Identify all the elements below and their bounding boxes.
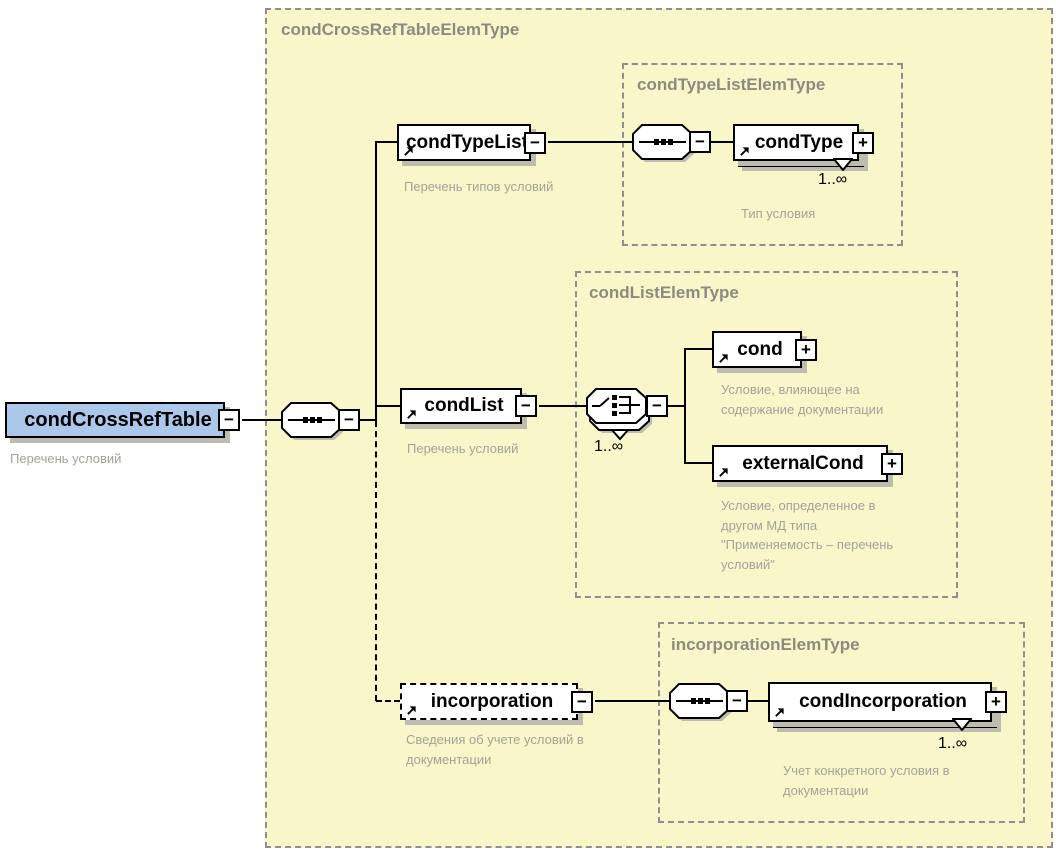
expand-button[interactable]: +	[985, 691, 1007, 713]
type-container-incorporationElemType	[658, 622, 1025, 823]
sequence-connector[interactable]	[280, 401, 344, 443]
element-condIncorporation[interactable]: condIncorporation +	[768, 682, 1007, 722]
element-ref-icon	[719, 468, 728, 477]
expand-button[interactable]: +	[852, 131, 874, 154]
element-cond[interactable]: cond +	[712, 331, 817, 368]
expand-button[interactable]: +	[881, 452, 903, 475]
element-externalCond[interactable]: externalCond +	[712, 445, 903, 482]
element-ref-icon	[407, 706, 416, 715]
type-title-condTypeListElemType: condTypeListElemType	[637, 75, 826, 94]
element-ref-icon	[740, 147, 749, 156]
sequence-icon	[632, 124, 695, 162]
element-condCrossRefTable[interactable]: condCrossRefTable −	[5, 402, 240, 438]
sequence-icon	[669, 683, 732, 721]
element-name: cond	[737, 338, 783, 360]
connector-line	[748, 700, 768, 702]
element-condType[interactable]: condType +	[733, 124, 874, 161]
collapse-button-sequence[interactable]: −	[338, 409, 360, 431]
connector-line	[539, 405, 588, 407]
element-name: condType	[754, 131, 844, 153]
element-name: externalCond	[742, 452, 864, 474]
annotation-condType: Тип условия	[741, 206, 816, 221]
type-container-condListElemType	[575, 271, 958, 598]
connector-line	[360, 419, 376, 421]
choice-connector[interactable]	[585, 387, 657, 441]
element-ref-icon	[404, 147, 413, 156]
sequence-icon	[281, 402, 344, 440]
collapse-button-choice[interactable]: −	[646, 395, 668, 417]
annotation-cond: Условие, влияющее на содержание документ…	[721, 382, 884, 417]
repeat-triangle-icon	[833, 158, 853, 171]
annotation-condIncorporation: Учет конкретного условия в документации	[783, 763, 950, 798]
connector-line-optional	[375, 421, 377, 701]
element-ref-icon	[407, 410, 416, 419]
occurs-label: 1..∞	[818, 171, 848, 188]
annotation-condCrossRefTable: Перечень условий	[10, 451, 122, 466]
occurs-label: 1..∞	[594, 438, 624, 455]
element-ref-icon	[719, 354, 728, 363]
occurs-label: 1..∞	[938, 735, 968, 752]
connector-line	[711, 141, 733, 143]
connector-line	[684, 348, 712, 350]
element-name: condCrossRefTable	[24, 408, 212, 431]
element-ref-icon	[775, 708, 784, 717]
element-name: incorporation	[430, 690, 554, 712]
element-name: condTypeList	[405, 131, 529, 153]
sequence-connector[interactable]	[631, 123, 695, 165]
type-title-incorporationElemType: incorporationElemType	[671, 635, 860, 654]
connector-line-optional	[376, 700, 400, 702]
connector-line	[595, 700, 670, 702]
connector-line	[242, 419, 283, 421]
element-name: condList	[424, 395, 504, 416]
sequence-connector[interactable]	[668, 682, 732, 724]
type-container-condTypeListElemType	[622, 63, 903, 246]
collapse-button[interactable]: −	[218, 409, 240, 431]
element-incorporation[interactable]: incorporation −	[400, 683, 593, 720]
connector-line	[376, 405, 400, 407]
collapse-button-sequence[interactable]: −	[689, 131, 711, 153]
connector-line	[376, 141, 397, 143]
connector-line	[375, 141, 377, 421]
annotation-externalCond: Условие, определенное в другом МД типа "…	[721, 498, 894, 572]
collapse-button-sequence[interactable]: −	[726, 690, 748, 712]
annotation-condList: Перечень условий	[407, 441, 519, 456]
collapse-button[interactable]: −	[515, 395, 537, 417]
element-condTypeList[interactable]: condTypeList −	[397, 124, 546, 161]
connector-line	[684, 348, 686, 464]
repeat-triangle-icon	[952, 718, 972, 731]
type-title-condCrossRefTableElemType: condCrossRefTableElemType	[281, 20, 520, 39]
collapse-button[interactable]: −	[571, 690, 593, 713]
type-title-condListElemType: condListElemType	[589, 283, 739, 302]
expand-button[interactable]: +	[795, 338, 817, 361]
element-name: condIncorporation	[799, 691, 967, 712]
choice-icon	[586, 388, 652, 441]
connector-line	[684, 462, 712, 464]
annotation-condTypeList: Перечень типов условий	[404, 179, 554, 194]
annotation-incorporation: Сведения об учете условий в документации	[406, 732, 584, 767]
collapse-button[interactable]: −	[524, 131, 546, 154]
connector-line	[668, 405, 686, 407]
connector-line	[548, 141, 633, 143]
element-condList[interactable]: condList −	[400, 388, 537, 424]
